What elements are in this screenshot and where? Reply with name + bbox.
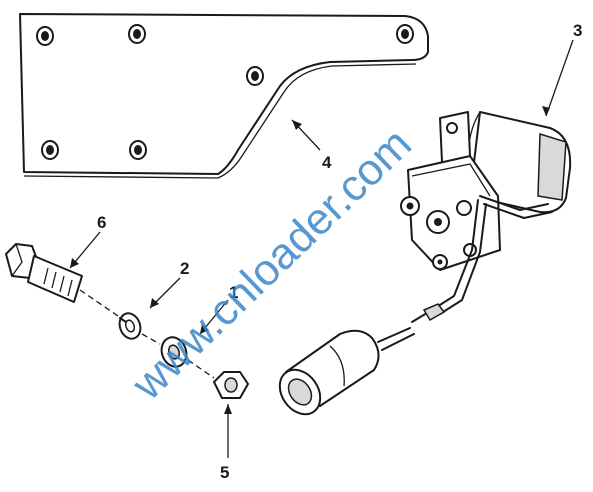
lock-washer [118, 312, 142, 340]
bracket-bolt-holes [36, 24, 414, 160]
mounting-bracket [19, 13, 429, 179]
leader-lines [69, 39, 574, 458]
callout-2: 2 [180, 259, 189, 278]
flat-washer [160, 336, 188, 368]
callout-6: 6 [97, 213, 106, 232]
hex-bolt [5, 243, 83, 303]
callout-1: 1 [229, 283, 238, 302]
callout-4: 4 [322, 153, 332, 172]
callout-5: 5 [220, 463, 229, 482]
cable-connector [278, 327, 415, 416]
solenoid-assembly [400, 111, 572, 323]
hex-nut [213, 371, 249, 399]
callout-3: 3 [573, 21, 582, 40]
